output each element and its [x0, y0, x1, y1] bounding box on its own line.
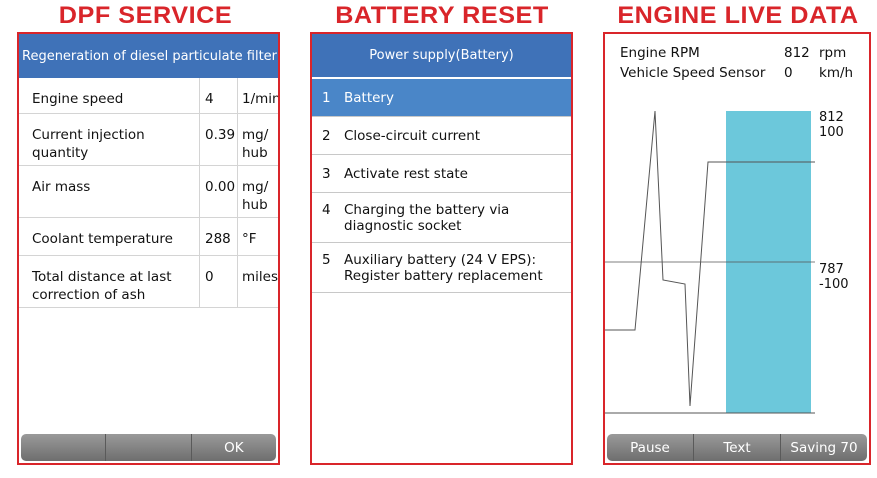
param-value: 0 — [200, 256, 238, 307]
rpm-trace-line — [605, 110, 815, 407]
menu-item[interactable]: 2 Close-circuit current — [312, 117, 571, 155]
param-name: Coolant temperature — [19, 218, 200, 255]
param-unit: mg/ hub — [242, 127, 269, 161]
param-unit: °F — [242, 231, 257, 247]
dpf-panel-title: DPF SERVICE — [58, 2, 233, 29]
param-unit: km/h — [819, 65, 854, 81]
live-param-row-0: Engine RPM 812 rpm — [620, 45, 859, 61]
param-value: 288 — [200, 218, 238, 255]
menu-item-number: 2 — [322, 128, 331, 144]
param-name: Engine RPM — [620, 45, 700, 61]
dpf-header: Regeneration of diesel particulate filte… — [19, 34, 278, 78]
menu-item[interactable]: 1 Battery — [312, 79, 571, 117]
menu-item[interactable]: 5 Auxiliary battery (24 V EPS): Register … — [312, 243, 571, 293]
live-panel-title: ENGINE LIVE DATA — [617, 2, 859, 29]
menu-item-number: 3 — [322, 166, 331, 182]
menu-item[interactable]: 3 Activate rest state — [312, 155, 571, 193]
param-name: Current injection quantity — [19, 114, 200, 165]
battery-panel: Power supply(Battery) 1 Battery 2 Close-cir… — [310, 32, 573, 465]
battery-header-text: Power supply(Battery) — [369, 48, 514, 63]
table-row: Total distance at last correction of ash… — [19, 256, 278, 308]
live-param-row-1: Vehicle Speed Sensor 0 km/h — [620, 65, 859, 81]
param-value: 0.00 — [200, 166, 238, 217]
param-value: 0 — [784, 65, 793, 81]
dpf-button-bar: OK — [21, 434, 276, 461]
menu-item-number: 4 — [322, 202, 331, 218]
saving-70-button[interactable]: Saving 70 — [790, 439, 858, 456]
empty-button-0[interactable] — [21, 434, 107, 461]
param-value: 4 — [200, 78, 238, 113]
param-unit: rpm — [819, 45, 847, 61]
param-name: Air mass — [19, 166, 200, 217]
ok-button[interactable]: OK — [224, 439, 244, 456]
param-unit: miles — [242, 269, 278, 285]
empty-button-1[interactable] — [106, 434, 192, 461]
dpf-header-text: Regeneration of diesel particulate filte… — [22, 48, 278, 64]
menu-item-label: Close-circuit current — [344, 128, 481, 144]
axis-label-mid: 787 -100 — [819, 262, 849, 292]
menu-item[interactable]: 4 Charging the battery via diagnostic soc… — [312, 193, 571, 243]
text-button[interactable]: Text — [694, 434, 781, 461]
battery-menu-list: 1 Battery 2 Close-circuit current 3 Activate … — [312, 79, 571, 293]
live-panel: Engine RPM 812 rpm Vehicle Speed Sensor … — [603, 32, 871, 465]
param-unit: mg/ hub — [242, 179, 269, 213]
live-graph — [605, 110, 815, 414]
dpf-panel: Regeneration of diesel particulate filte… — [17, 32, 280, 465]
menu-item-label: Battery — [344, 90, 394, 106]
menu-item-number: 1 — [322, 90, 331, 106]
pause-button[interactable]: Pause — [607, 434, 694, 461]
param-value: 812 — [784, 45, 810, 61]
axis-label-top: 812 100 — [819, 110, 844, 140]
menu-item-label: Charging the battery via diagnostic sock… — [344, 202, 510, 234]
param-value: 0.39 — [200, 114, 238, 165]
param-name: Vehicle Speed Sensor — [620, 65, 766, 81]
param-unit: 1/min — [242, 91, 278, 107]
menu-item-label: Auxiliary battery (24 V EPS): Register b… — [344, 252, 543, 284]
menu-item-label: Activate rest state — [344, 166, 468, 182]
battery-header: Power supply(Battery) — [312, 34, 571, 79]
param-name: Total distance at last correction of ash — [19, 256, 200, 307]
param-name: Engine speed — [19, 78, 200, 113]
menu-item-number: 5 — [322, 252, 331, 268]
battery-panel-title: BATTERY RESET — [335, 2, 549, 29]
